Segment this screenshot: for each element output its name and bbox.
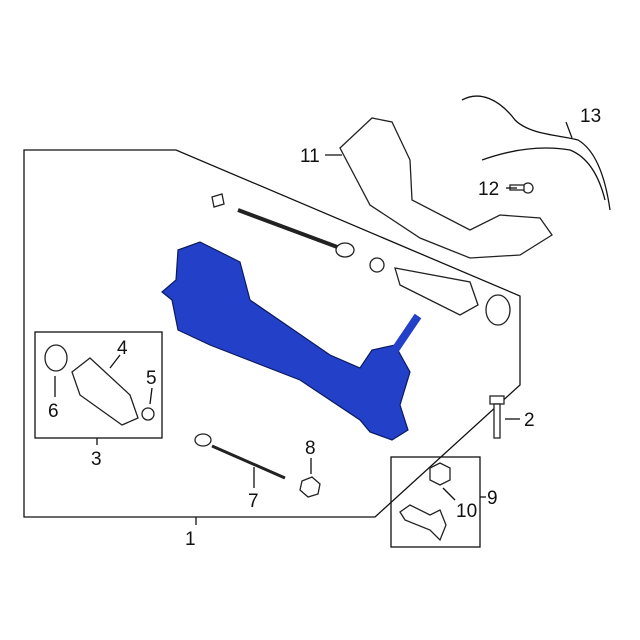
boot-kit-3-box	[34, 331, 163, 439]
seal-ring[interactable]	[485, 294, 511, 326]
boot-kit-boot[interactable]	[71, 357, 139, 426]
callout-8: 8	[305, 438, 316, 459]
callout-12: 12	[478, 179, 499, 200]
tie-rod-7[interactable]	[194, 433, 286, 480]
callout-7: 7	[248, 491, 259, 512]
assembly-1-frame	[23, 149, 521, 518]
steering-gear-highlighted[interactable]	[161, 241, 422, 441]
nut-8[interactable]	[299, 476, 321, 498]
clamp[interactable]	[369, 257, 385, 273]
callout-13: 13	[580, 106, 601, 127]
heat-shield[interactable]	[339, 117, 553, 259]
callout-1: 1	[185, 529, 196, 550]
boot[interactable]	[394, 267, 479, 316]
boot-ring[interactable]	[44, 344, 68, 372]
callout-4: 4	[117, 338, 128, 359]
tie-rod-end-9-box	[390, 456, 481, 548]
nut-10[interactable]	[429, 462, 451, 486]
callout-6: 6	[48, 401, 59, 422]
bolt-2[interactable]	[489, 395, 505, 439]
tie-rod-end[interactable]	[399, 504, 447, 542]
leader-lines	[54, 121, 573, 525]
callout-2: 2	[524, 410, 535, 431]
callout-9: 9	[487, 488, 498, 509]
callout-11: 11	[300, 146, 320, 167]
inner-tie-rod[interactable]	[211, 193, 355, 258]
wiring-harness[interactable]	[461, 95, 611, 211]
boot-clamp[interactable]	[141, 407, 155, 421]
callout-5: 5	[146, 368, 157, 389]
callout-3: 3	[91, 449, 102, 470]
callout-10: 10	[456, 501, 477, 522]
